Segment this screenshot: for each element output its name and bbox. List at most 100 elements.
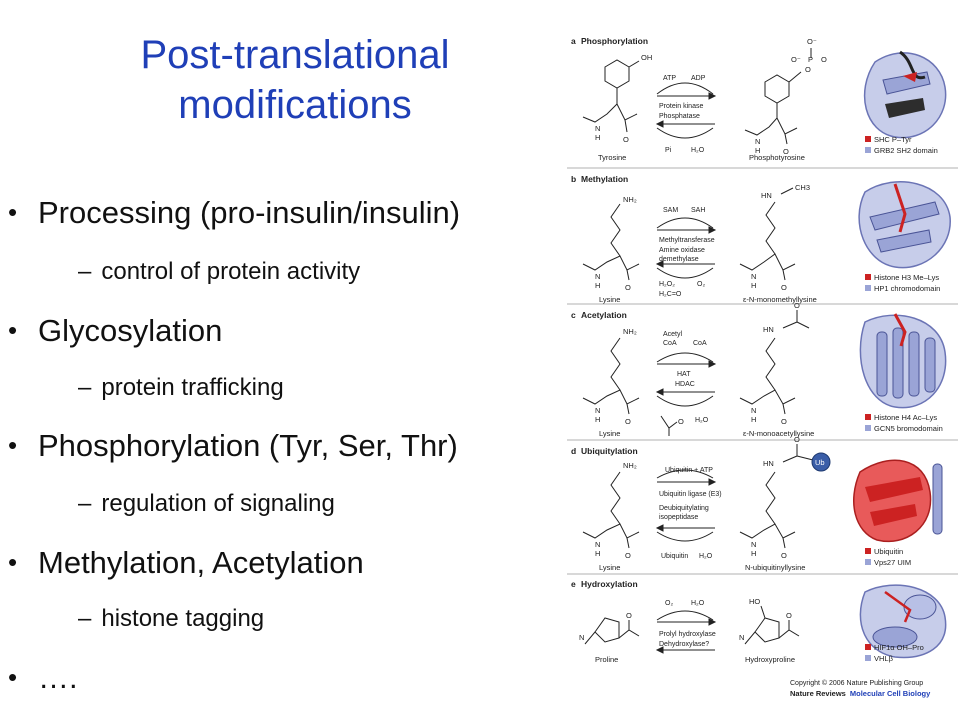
atom-ch3: CH3 — [795, 183, 810, 192]
ptm-figure: a Phosphorylation OH N H O Tyrosine — [565, 32, 960, 702]
byproduct-h2o2: H₂O₂ — [659, 281, 675, 288]
atom-o: O — [626, 611, 632, 620]
atom-nh2: NH₂ — [623, 327, 637, 336]
bullet-dot: • — [8, 547, 18, 577]
legend-item: SHC P–Tyr — [874, 135, 912, 144]
atom-hn: HN — [763, 459, 774, 468]
title-line-1: Post-translational — [140, 33, 450, 77]
slide-title: Post-translational modifications — [60, 30, 530, 130]
enzyme-prolyl-hydroxylase: Prolyl hydroxylase — [659, 631, 716, 638]
panel-title: Ubiquitylation — [581, 446, 638, 456]
atom-p: P — [808, 55, 813, 64]
product-label: Phosphotyrosine — [749, 153, 805, 162]
legend-swatch-red — [865, 548, 871, 554]
substrate-label: Lysine — [599, 563, 620, 572]
substrate-label: Proline — [595, 655, 618, 664]
enzyme-hat: HAT — [677, 371, 691, 378]
enzyme-dehydroxylase: Dehydroxylase? — [659, 641, 709, 648]
atom-n: N — [751, 272, 756, 281]
copyright-text: Copyright © 2006 Nature Publishing Group — [790, 679, 923, 687]
atom-n: N — [579, 633, 584, 642]
sub-bullet-phosphorylation: –regulation of signaling — [78, 490, 335, 517]
atom-o: O — [625, 417, 631, 426]
atom-n: N — [595, 406, 600, 415]
panel-label: e — [571, 579, 576, 589]
reagent-sah: SAH — [691, 207, 705, 214]
bullet-dot: • — [8, 430, 18, 460]
byproduct-o2: O₂ — [697, 281, 705, 288]
bullet-methylation-acetylation: •Methylation, Acetylation — [8, 545, 364, 580]
atom-hn: HN — [763, 325, 774, 334]
legend-item: GCN5 bromodomain — [874, 424, 943, 433]
atom-oh: OH — [641, 53, 652, 62]
panel-label: b — [571, 174, 576, 184]
title-line-2: modifications — [178, 83, 412, 127]
legend-item: Vps27 UIM — [874, 558, 911, 567]
legend-swatch-blue — [865, 425, 871, 431]
tyrosine-structure — [582, 59, 640, 133]
panel-title: Acetylation — [581, 310, 627, 320]
sub-bullet-methylation-acetylation: –histone tagging — [78, 605, 265, 632]
enzyme-hdac: HDAC — [675, 381, 695, 388]
lysine-structure — [582, 471, 640, 549]
reaction-arrows — [655, 352, 717, 436]
legend-item: Ubiquitin — [874, 547, 903, 556]
bullet-processing: •Processing (pro-insulin/insulin) — [8, 195, 461, 230]
panel-title: Phosphorylation — [581, 36, 648, 46]
legend-swatch-blue — [865, 559, 871, 565]
panel-methylation: b Methylation NH₂ N H O Lysine SAM SAH — [571, 174, 951, 304]
enzyme-kinase: Protein kinase — [659, 103, 703, 110]
reagent-water: H₂O — [691, 600, 705, 607]
protein-structure-chromodomain — [858, 181, 951, 269]
product-label: ε-N-monoacetyllysine — [743, 429, 814, 438]
enzyme-isopeptidase: isopeptidase — [659, 514, 698, 521]
protein-structure-vhl — [859, 584, 947, 659]
atom-o: O — [781, 283, 787, 292]
lysine-structure — [582, 337, 640, 415]
hydroxyproline-structure — [744, 605, 800, 645]
legend-swatch-red — [865, 414, 871, 420]
ubiquitinyllysine-structure — [739, 444, 814, 549]
bullet-ellipsis: •…. — [8, 660, 78, 695]
atom-h: H — [595, 549, 600, 558]
panel-acetylation: c Acetylation NH₂ N H O Lysine — [571, 301, 947, 438]
byproduct-ubiquitin: Ubiquitin — [661, 553, 688, 560]
sub-bullet-glycosylation: –protein trafficking — [78, 374, 284, 401]
reagent-acetyl: Acetyl — [663, 331, 683, 338]
panel-phosphorylation: a Phosphorylation OH N H O Tyrosine — [571, 36, 947, 162]
atom-n: N — [595, 540, 600, 549]
atom-ub: Ub — [815, 458, 825, 467]
atom-n: N — [595, 124, 600, 133]
sub-bullet-processing: –control of protein activity — [78, 258, 361, 285]
legend-swatch-red — [865, 136, 871, 142]
enzyme-phosphatase: Phosphatase — [659, 113, 700, 120]
atom-o: O — [625, 283, 631, 292]
atom-o: O — [794, 435, 800, 444]
atom-n: N — [751, 540, 756, 549]
substrate-label: Tyrosine — [598, 153, 626, 162]
atom-hn: HN — [761, 191, 772, 200]
bullet-dot: • — [8, 197, 18, 227]
reaction-arrows — [655, 82, 717, 139]
atom-h: H — [751, 549, 756, 558]
atom-o: O — [805, 65, 811, 74]
byproduct-formaldehyde: H₂C=O — [659, 291, 682, 298]
atom-o-minus: O⁻ — [791, 55, 801, 64]
legend-swatch-red — [865, 644, 871, 650]
bullet-dot: • — [8, 662, 18, 692]
panel-label: d — [571, 446, 576, 456]
legend-item: HP1 chromodomain — [874, 284, 940, 293]
legend-item: HIF1α OH–Pro — [874, 643, 924, 652]
atom-o: O — [623, 135, 629, 144]
legend-swatch-blue — [865, 147, 871, 153]
enzyme-amine-oxidase: Amine oxidase — [659, 247, 705, 254]
atom-o: O — [821, 55, 827, 64]
legend-swatch-red — [865, 274, 871, 280]
byproduct-water: H₂O — [691, 147, 705, 154]
reagent-coa-out: CoA — [693, 340, 707, 347]
enzyme-demethylase: demethylase — [659, 256, 699, 263]
bullet-glycosylation: •Glycosylation — [8, 313, 223, 348]
atom-o: O — [678, 417, 684, 426]
